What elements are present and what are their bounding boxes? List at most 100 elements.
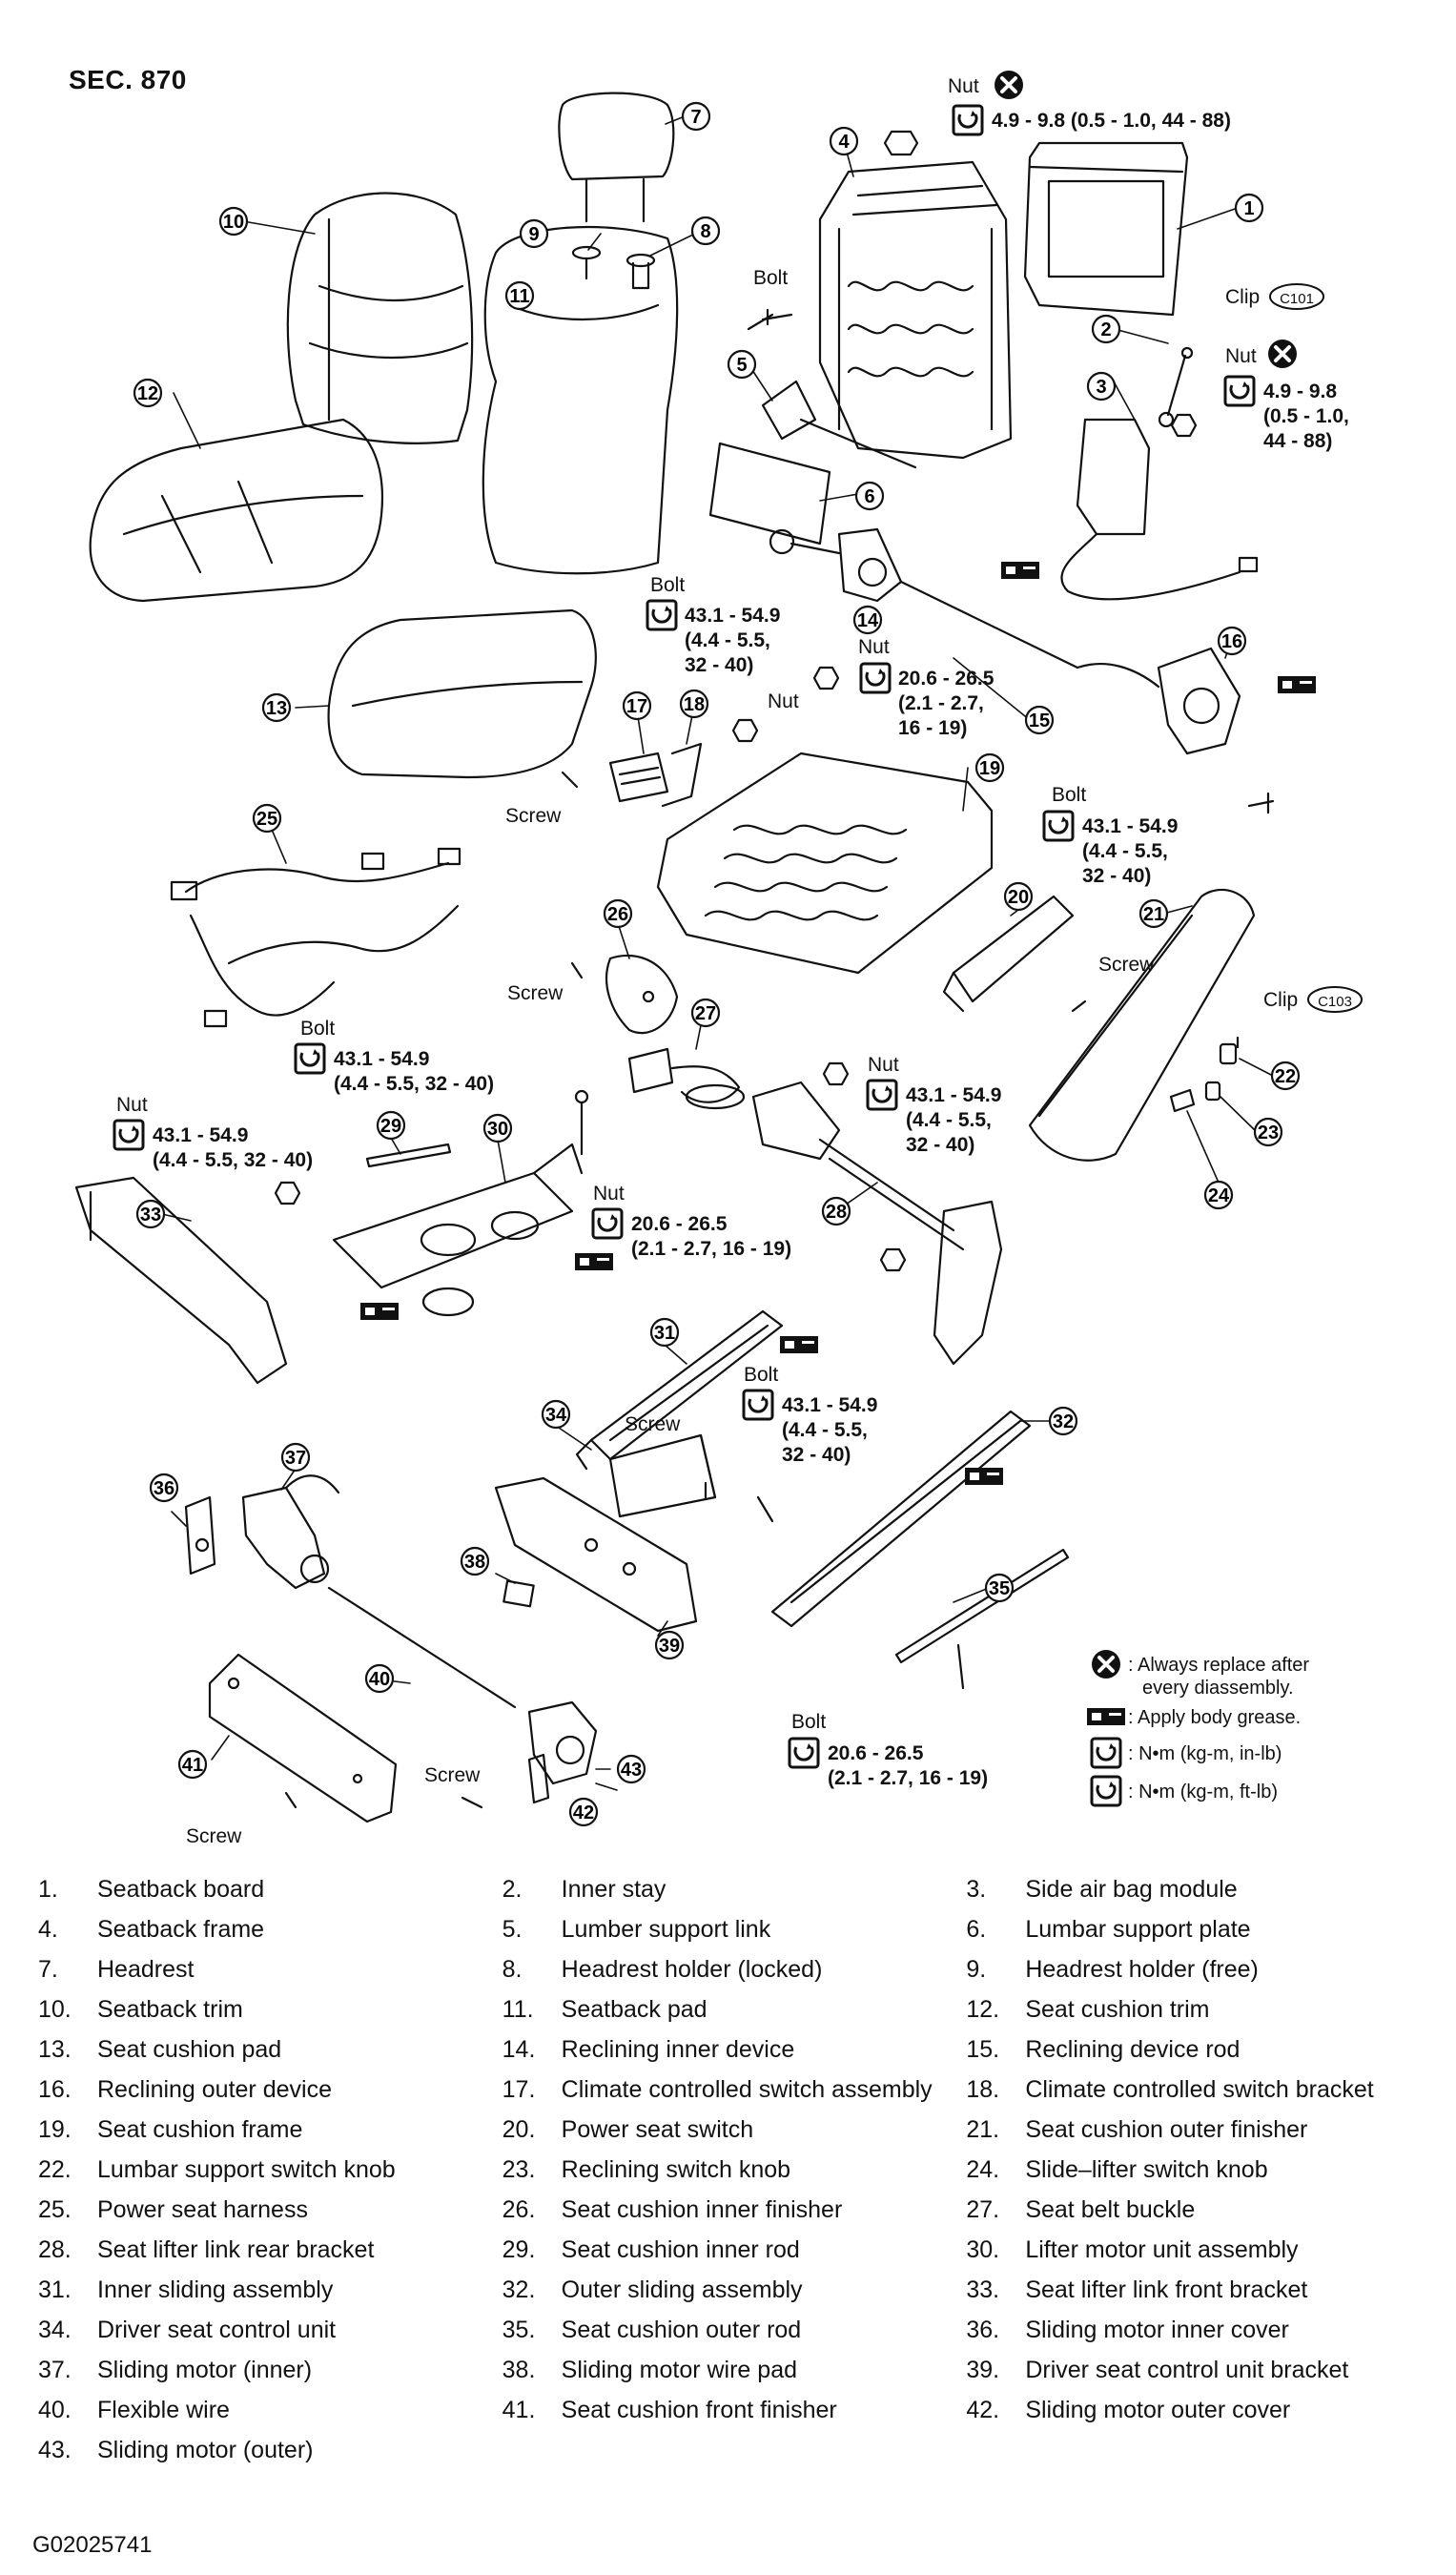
svg-text:39: 39 [659, 1636, 680, 1657]
parts-list-item: 35.Seat cushion outer rod [502, 2316, 967, 2345]
callout-13: 13 [261, 692, 292, 723]
screw-label-6: Screw [186, 1825, 242, 1847]
svg-text:4: 4 [838, 132, 850, 153]
callout-33: 33 [135, 1199, 166, 1229]
svg-text:41: 41 [182, 1755, 203, 1776]
torque-7-line-1: 43.1 - 54.9 [153, 1124, 248, 1146]
climate-switch-part [608, 742, 703, 808]
parts-list-item: 6.Lumbar support plate [966, 1915, 1430, 1945]
bolt-label-3: Bolt [1052, 784, 1086, 806]
torque-11-line-2: (2.1 - 2.7, 16 - 19) [828, 1767, 988, 1789]
parts-list-item: 7.Headrest [38, 1955, 502, 1985]
part-number: 43. [38, 2437, 72, 2463]
part-number: 21. [966, 2116, 1000, 2143]
torque-8-line-2: (4.4 - 5.5, [906, 1109, 992, 1131]
svg-text:16: 16 [1221, 631, 1242, 652]
headrest-part [558, 92, 675, 223]
torque-11-line-1: 20.6 - 26.5 [828, 1742, 924, 1764]
torque-10-line-2: (4.4 - 5.5, [782, 1419, 868, 1441]
nut-label-3: Nut [858, 636, 890, 658]
parts-list-item: 12.Seat cushion trim [966, 1995, 1430, 2025]
parts-list-item: 3.Side air bag module [966, 1875, 1430, 1905]
svg-text:15: 15 [1029, 711, 1050, 731]
parts-list-item: 39.Driver seat control unit bracket [966, 2356, 1430, 2385]
nut-top-shape [883, 130, 919, 156]
callout-32: 32 [1048, 1406, 1078, 1436]
part-number: 3. [966, 1876, 987, 1903]
nut-label-7: Nut [593, 1183, 625, 1205]
callout-16: 16 [1217, 626, 1247, 656]
svg-text:32: 32 [1053, 1411, 1074, 1432]
parts-list-item: 9.Headrest holder (free) [966, 1955, 1430, 1985]
part-name: Reclining outer device [97, 2076, 332, 2103]
part-number: 33. [966, 2276, 1000, 2303]
part-number: 23. [502, 2156, 536, 2183]
parts-list-item: 14. Reclining inner device [502, 2035, 967, 2065]
symbol-legend: : Always replace after every diassembly.… [1087, 1648, 1309, 1807]
callout-1: 1 [1234, 193, 1264, 223]
svg-text:13: 13 [266, 698, 287, 719]
svg-text:37: 37 [285, 1448, 306, 1469]
callout-41: 41 [177, 1749, 208, 1780]
part-name: Outer sliding assembly [561, 2276, 803, 2303]
svg-text:7: 7 [690, 107, 701, 128]
clip-label-1: Clip [1225, 286, 1260, 308]
callout-40: 40 [364, 1663, 395, 1694]
inner-stay-part [1158, 346, 1194, 428]
part-name: Seat lifter link front bracket [1025, 2276, 1308, 2303]
part-name: Seat cushion frame [97, 2116, 303, 2143]
svg-text:11: 11 [509, 286, 529, 307]
svg-text:40: 40 [369, 1669, 390, 1690]
part-number: 40. [38, 2397, 72, 2423]
svg-text:2: 2 [1100, 319, 1111, 340]
seat-cushion-inner-finisher-part [605, 954, 679, 1035]
torque-ft-lb-icon [1090, 1775, 1122, 1807]
part-number: 2. [502, 1876, 523, 1903]
part-name: Seatback board [97, 1876, 265, 1903]
part-number: 13. [38, 2036, 72, 2063]
callout-28: 28 [821, 1196, 851, 1226]
torque-3-line-2: (4.4 - 5.5, [685, 629, 770, 651]
part-name: Lumbar support plate [1025, 1916, 1251, 1943]
torque-in-lb-icon [1090, 1737, 1122, 1769]
svg-text:19: 19 [979, 758, 1000, 779]
seat-cushion-trim-part [89, 418, 383, 603]
part-name: Sliding motor inner cover [1025, 2317, 1289, 2343]
parts-list-item: 31.Inner sliding assembly [38, 2276, 502, 2305]
torque-2-line-1: 4.9 - 9.8 [1263, 381, 1337, 402]
seat-cushion-outer-rod-part [894, 1548, 1070, 1664]
part-name: Seat cushion inner rod [561, 2236, 800, 2263]
parts-list-item: 27.Seat belt buckle [966, 2195, 1430, 2225]
part-name: Lumbar support switch knob [97, 2156, 396, 2183]
side-airbag-part [1060, 418, 1259, 601]
parts-list-item: 8.Headrest holder (locked) [502, 1955, 967, 1985]
seat-belt-buckle-part [627, 1047, 746, 1110]
part-name: Reclining device rod [1025, 2036, 1241, 2063]
parts-list-item: 33. Seat lifter link front bracket [966, 2276, 1430, 2305]
lifter-motor-unit-part [332, 1089, 589, 1317]
part-name: Sliding motor (inner) [97, 2357, 313, 2383]
nut-label-5: Nut [116, 1094, 148, 1116]
parts-list-item: 34.Driver seat control unit [38, 2316, 502, 2345]
parts-list-item: 11.Seatback pad [502, 1995, 967, 2025]
part-number: 18. [966, 2076, 1000, 2103]
part-name: Reclining inner device [561, 2036, 795, 2063]
parts-list-item: 16.Reclining outer device [38, 2075, 502, 2105]
part-name: Seat cushion outer finisher [1025, 2116, 1308, 2143]
svg-text:27: 27 [695, 1003, 716, 1024]
outer-sliding-assembly-part [770, 1410, 1032, 1628]
section-label: SEC. 870 [69, 65, 187, 94]
headrest-holders-part [571, 245, 656, 290]
part-number: 14. [502, 2036, 536, 2063]
svg-text:43: 43 [621, 1760, 642, 1781]
part-name: Climate controlled switch assembly [561, 2076, 933, 2103]
part-name: Lumber support link [561, 1916, 771, 1943]
torque-5-line-3: 32 - 40) [1082, 865, 1151, 887]
callout-27: 27 [690, 998, 721, 1028]
bolt-label-1: Bolt [753, 267, 788, 289]
parts-list-item: 4.Seatback frame [38, 1915, 502, 1945]
part-number: 22. [38, 2156, 72, 2183]
parts-list-item: 37.Sliding motor (inner) [38, 2356, 502, 2385]
bolt-label-5: Bolt [744, 1364, 778, 1386]
